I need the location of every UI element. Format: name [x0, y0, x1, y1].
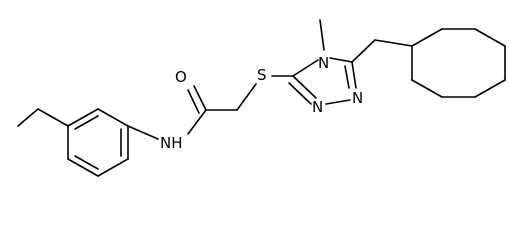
ethyl-group: [17, 108, 69, 127]
benzyl-linker: [351, 39, 413, 63]
ethylphenyl-ring: [67, 108, 129, 177]
atom-label-n4: N: [318, 54, 329, 72]
molecule-canvas: NH O S N N N: [17, 19, 506, 177]
carbonyl-double-bond: [187, 85, 207, 114]
triazole-ring: [288, 57, 357, 105]
structure-diagram: NH O S N N N: [17, 19, 506, 177]
atom-label-n2: N: [312, 98, 323, 116]
atom-label-oxygen: O: [175, 68, 187, 86]
ch2-sulfur-bond: [236, 83, 257, 111]
n-methyl-bond: [319, 19, 325, 51]
atom-label-n1: N: [352, 89, 363, 107]
phenyl-ring: [411, 28, 506, 98]
aryl-nh-bond: [127, 125, 159, 140]
atom-label-nh: NH: [160, 134, 183, 152]
atom-label-sulfur: S: [257, 66, 267, 84]
nh-carbonyl-bond: [187, 109, 207, 135]
